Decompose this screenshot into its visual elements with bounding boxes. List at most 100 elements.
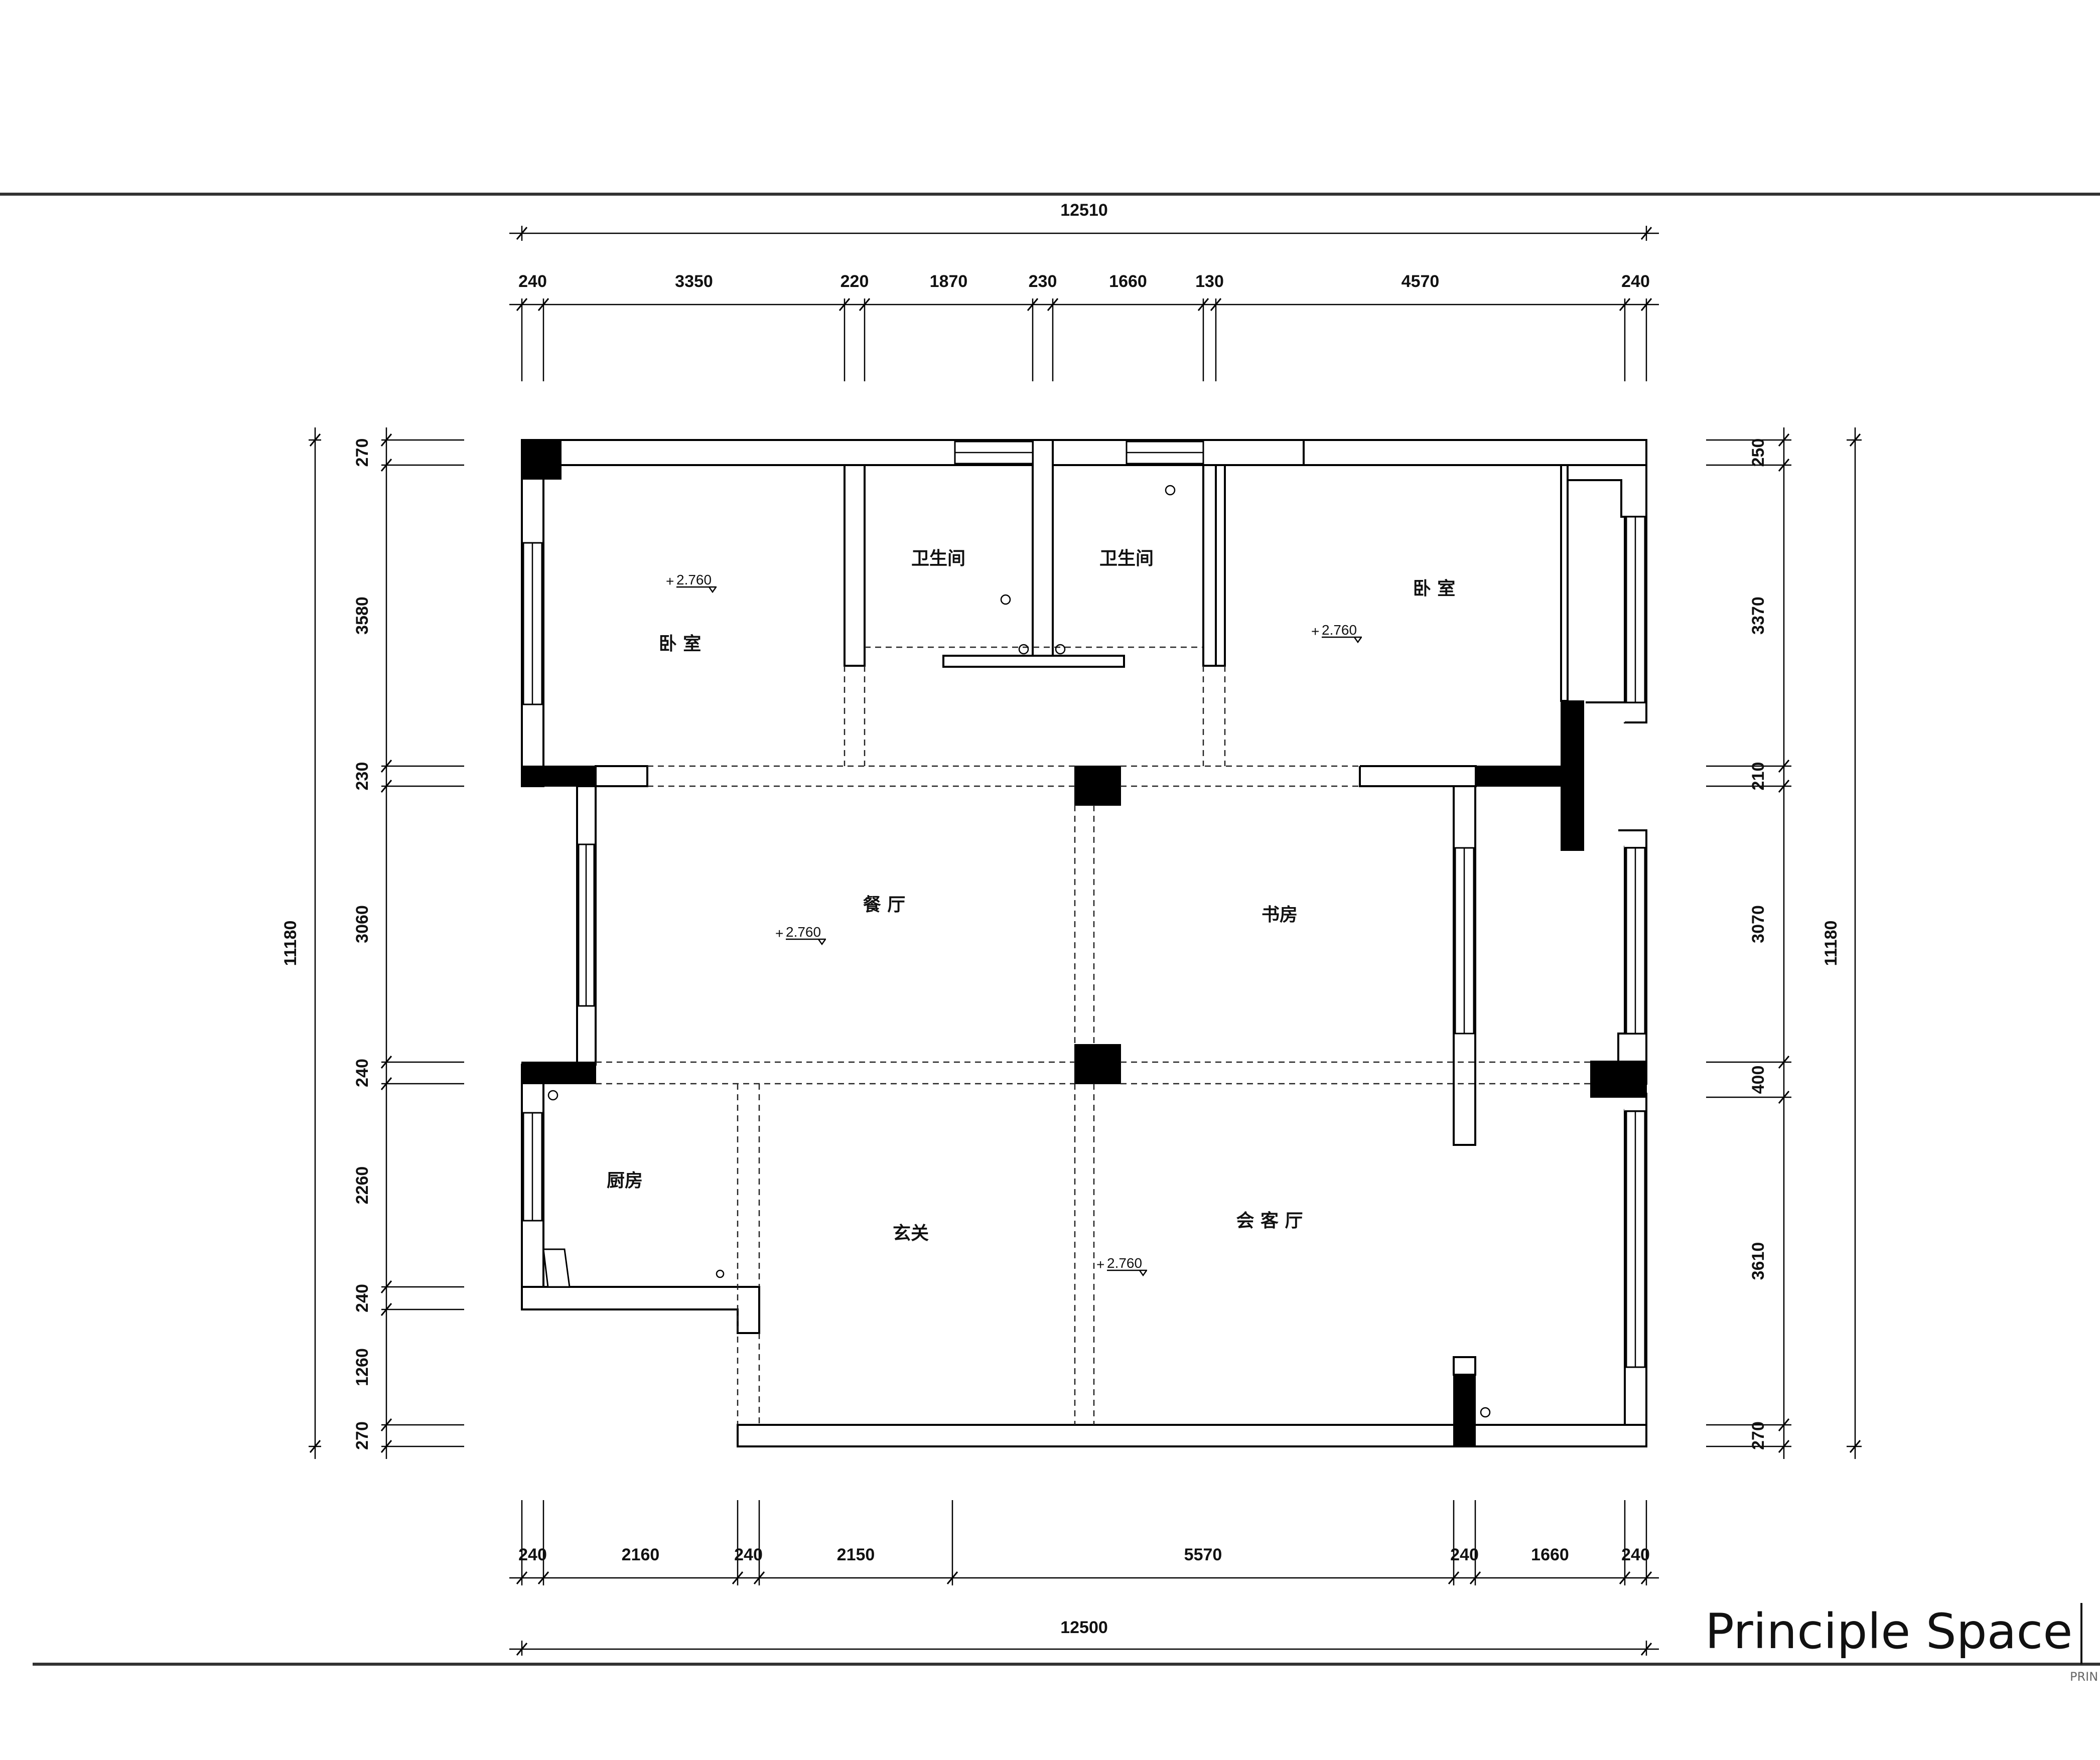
dim-right-chain-label: 3070 [1749,905,1768,943]
dim-bottom-chain-tick [1619,1571,1631,1584]
dim-left-overall-label: 11180 [281,921,300,966]
dim-bottom-chain-label: 2160 [622,1545,660,1564]
elevation-mark-bedroom-right: + 2.760 [1311,622,1362,644]
dim-bottom-overall-label: 12500 [1060,1618,1108,1637]
pipe-icon [1480,1407,1491,1418]
dim-left-overall-tick [309,433,321,447]
dim-bottom-chain-label: 240 [1450,1545,1479,1564]
dim-left-chain-tick [380,1056,392,1069]
room-labels: 卧 室 卫生间 卫生间 卧 室 餐 厅 书房 厨房 玄关 会 客 厅 [607,548,1455,1244]
dim-top-chain-tick [859,298,871,311]
dim-left-chain-label: 2260 [353,1166,372,1205]
room-label-entry: 玄关 [893,1223,929,1244]
dim-bottom-chain-label: 240 [1621,1545,1650,1564]
dim-top-chain-label: 240 [1621,272,1650,291]
room-label-kitchen: 厨房 [607,1170,643,1191]
dim-bottom-chain-tick [1640,1571,1652,1584]
svg-text:2.760: 2.760 [676,572,712,588]
dim-bottom-chain-tick [946,1571,958,1584]
dim-right-chain-tick [1778,1091,1790,1104]
brand-subtitle: PRIN [2070,1670,2098,1684]
dim-top-chain-label: 130 [1195,272,1224,291]
dim-right-overall-tick [1849,433,1861,447]
dim-right-chain-tick [1778,780,1790,793]
walls [521,439,1647,1447]
dim-right-chain-tick [1778,1418,1790,1431]
dim-top-chain-tick [1047,298,1059,311]
floor-drain-icon [1000,594,1011,605]
room-label-bedroom-left: 卧 室 [659,634,702,654]
dim-left-chain-label: 3060 [353,905,372,943]
dim-bottom-overall-tick [1640,1643,1652,1656]
dashed-openings [596,646,1591,1425]
dim-right-chain-label: 250 [1749,438,1768,467]
elevation-mark-bedroom-left: + 2.760 [666,572,717,594]
dim-right-chain-label: 3370 [1749,597,1768,635]
room-label-study: 书房 [1262,905,1298,925]
dim-right-chain-label: 270 [1749,1421,1768,1450]
dim-right-chain-tick [1778,1440,1790,1453]
dim-top-chain-label: 240 [518,272,547,291]
dim-bottom-chain-tick [1469,1571,1481,1584]
room-label-living: 会 客 厅 [1236,1211,1303,1231]
dim-left-chain-label: 240 [353,1059,372,1087]
dim-bottom-chain-tick [537,1571,549,1584]
room-label-dining: 餐 厅 [863,895,906,915]
dim-top-chain-tick [1197,298,1209,311]
dim-left-chain-tick [380,1303,392,1316]
dim-bottom-chain-label: 2150 [837,1545,875,1564]
floor-drain-icon [1018,644,1029,655]
floor-drain-icon [1055,644,1066,655]
svg-text:+: + [666,573,674,589]
dim-bottom-chain-tick [753,1571,765,1584]
dim-left-chain-label: 3580 [353,597,372,635]
dim-left-chain-label: 270 [353,1421,372,1450]
dim-top-chain-label: 3350 [675,272,713,291]
dim-top-chain-tick [516,298,528,311]
svg-text:2.760: 2.760 [1322,622,1357,638]
dim-top-chain-label: 4570 [1402,272,1440,291]
dim-top-chain-label: 220 [841,272,869,291]
dim-left-chain-tick [380,433,392,447]
elevation-mark-dining: + 2.760 [775,924,826,946]
dim-left-chain-tick [380,780,392,793]
svg-text:+: + [1096,1257,1104,1272]
dim-right-overall-tick [1849,1440,1861,1453]
brand-title: Principle Space [1705,1603,2072,1660]
elevation-mark-living: + 2.760 [1096,1255,1148,1277]
dim-top-chain-tick [1640,298,1652,311]
svg-text:2.760: 2.760 [1107,1255,1142,1271]
floor-drain-icon [1165,485,1176,496]
dim-left-chain-tick [380,1077,392,1090]
elevation-marks: + 2.760 + 2.760 + 2.760 + 2.760 [666,572,1362,1277]
dim-bottom-chain-tick [1448,1571,1460,1584]
dim-right-chain-label: 210 [1749,762,1768,791]
dim-left-chain-tick [380,760,392,773]
dim-right-chain-tick [1778,433,1790,447]
dim-left-overall-tick [309,1440,321,1453]
dim-top-chain-tick [1210,298,1222,311]
room-label-bedroom-right: 卧 室 [1413,578,1456,599]
svg-text:+: + [1311,624,1319,639]
dim-top-overall-tick [1640,227,1652,240]
dim-left-chain-tick [380,459,392,472]
dim-right-chain-tick [1778,760,1790,773]
dim-top-chain-tick [1027,298,1039,311]
dim-bottom-chain-label: 5570 [1184,1545,1222,1564]
dim-top-overall-label: 12510 [1060,201,1108,220]
dim-left-chain-tick [380,1280,392,1293]
drain-icon [716,1269,725,1278]
svg-text:2.760: 2.760 [786,924,821,940]
pipe-icon [547,1090,558,1101]
columns [521,439,1647,1447]
dim-right-chain-tick [1778,1056,1790,1069]
dim-top-overall-tick [516,227,528,240]
svg-text:+: + [775,926,783,941]
dim-bottom-overall-tick [516,1643,528,1656]
dim-right-chain-label: 3610 [1749,1242,1768,1280]
dim-bottom-chain-tick [516,1571,528,1584]
room-label-bathroom-1: 卫生间 [911,548,965,569]
dim-top-chain-label: 230 [1029,272,1057,291]
